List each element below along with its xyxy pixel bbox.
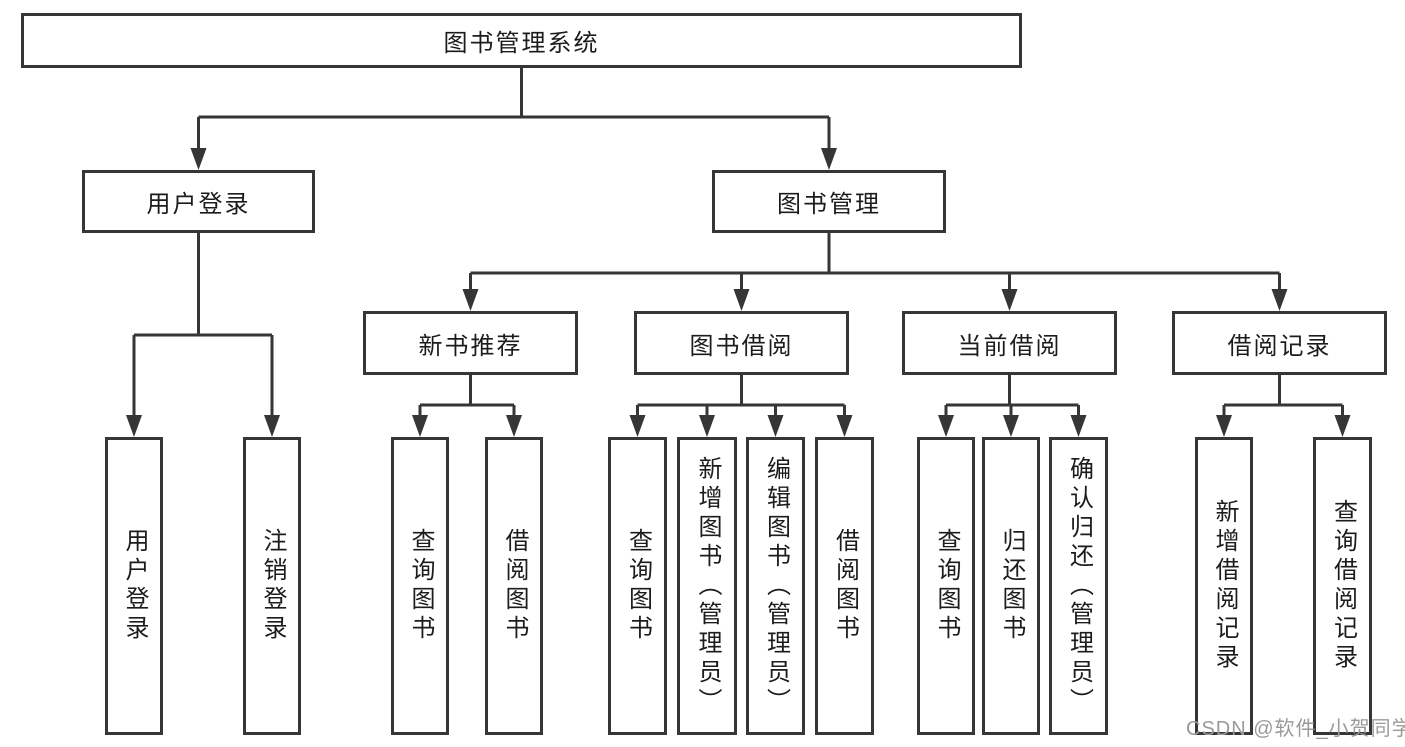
leaf-query-borrow-record: 查询借阅记录 [1313,437,1372,735]
leaf-add-book-admin: 新增图书（管理员） [677,437,737,735]
leaf-user-login: 用户登录 [105,437,163,735]
node-root: 图书管理系统 [21,13,1022,68]
leaf-borrow-books-borrowing: 借阅图书 [815,437,874,735]
leaf-add-borrow-record-label: 新增借阅记录 [1211,499,1238,673]
leaf-query-books-borrowing-label: 查询图书 [624,528,652,644]
node-new-book-recommend-label: 新书推荐 [418,332,523,360]
leaf-return-books: 归还图书 [982,437,1040,735]
node-book-borrowing-label: 图书借阅 [689,332,794,360]
node-user-login: 用户登录 [82,170,315,233]
node-borrowing-records: 借阅记录 [1172,311,1387,375]
leaf-query-books-borrowing: 查询图书 [608,437,667,735]
leaf-borrow-books-recommend-label: 借阅图书 [501,528,528,644]
leaf-add-book-admin-label: 新增图书（管理员） [694,455,721,717]
leaf-edit-book-admin-label: 编辑图书（管理员） [762,455,790,717]
leaf-query-books-current: 查询图书 [917,437,975,735]
node-book-management: 图书管理 [712,170,946,233]
leaf-confirm-return-admin-label: 确认归还（管理员） [1065,455,1093,717]
leaf-logout-label: 注销登录 [259,528,286,644]
leaf-confirm-return-admin: 确认归还（管理员） [1049,437,1108,735]
node-user-login-label: 用户登录 [146,191,251,218]
leaf-query-books-current-label: 查询图书 [933,528,960,644]
leaf-add-borrow-record: 新增借阅记录 [1195,437,1253,735]
node-root-label: 图书管理系统 [443,30,600,57]
leaf-query-books-recommend-label: 查询图书 [407,528,434,644]
leaf-query-borrow-record-label: 查询借阅记录 [1329,499,1357,673]
csdn-watermark: CSDN @软件_小贺同学 [1186,718,1405,740]
leaf-borrow-books-borrowing-label: 借阅图书 [831,528,859,644]
leaf-edit-book-admin: 编辑图书（管理员） [746,437,805,735]
node-borrowing-records-label: 借阅记录 [1227,332,1332,360]
leaf-user-login-label: 用户登录 [121,528,148,644]
node-book-management-label: 图书管理 [777,191,881,218]
leaf-borrow-books-recommend: 借阅图书 [485,437,543,735]
leaf-logout: 注销登录 [243,437,301,735]
node-current-borrowing: 当前借阅 [902,311,1117,375]
leaf-query-books-recommend: 查询图书 [391,437,449,735]
node-current-borrowing-label: 当前借阅 [957,332,1062,360]
leaf-return-books-label: 归还图书 [998,528,1025,644]
node-new-book-recommend: 新书推荐 [363,311,578,375]
node-book-borrowing: 图书借阅 [634,311,849,375]
